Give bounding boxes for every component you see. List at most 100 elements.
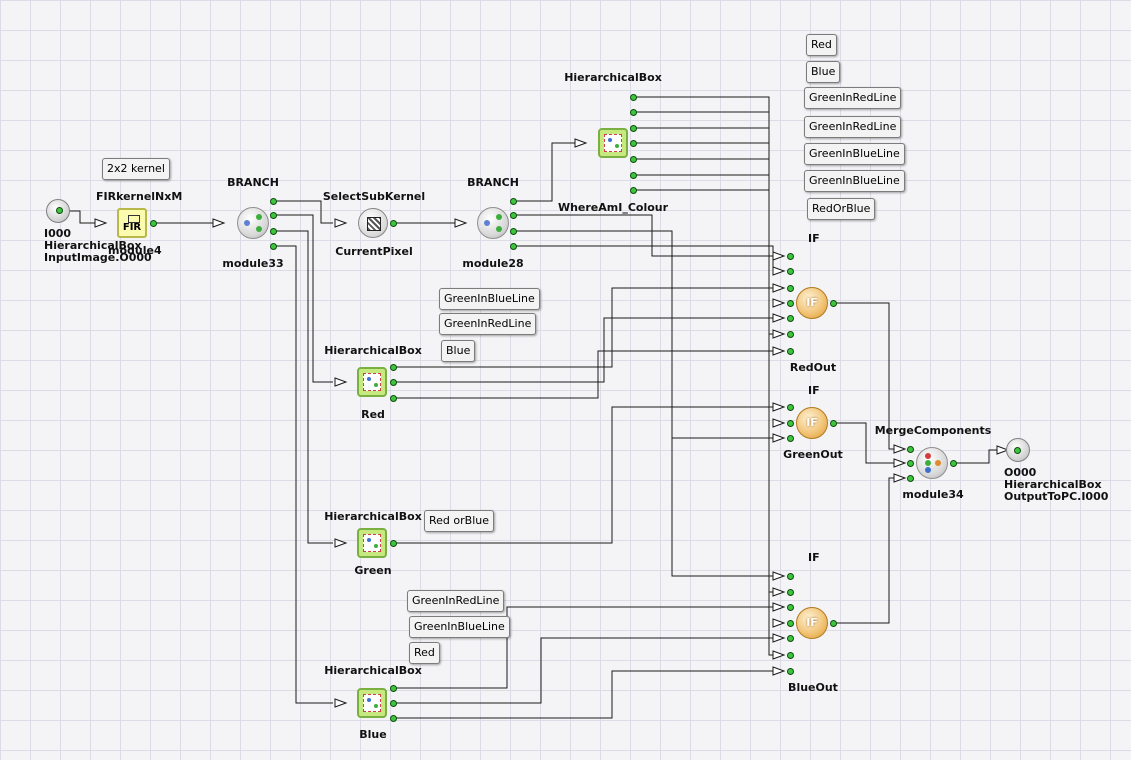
red-port-tag[interactable]: GreenInRedLine [439,313,537,335]
if-blue-in-port[interactable] [787,573,794,580]
branch2-out-port[interactable] [510,243,517,250]
hierarchy-icon [363,534,381,552]
input-node[interactable] [46,199,70,223]
blue-out-port[interactable] [390,715,397,722]
branch2-title: BRANCH [467,176,519,189]
where-out-port[interactable] [630,94,637,101]
if-green-node[interactable]: IF [796,407,828,439]
blue-port-tag[interactable]: GreenInBlueLine [409,616,510,638]
green-port-tag[interactable]: Red orBlue [424,510,494,532]
if-red-in-port[interactable] [787,268,794,275]
hierarchy-icon [363,694,381,712]
red-out-port[interactable] [390,364,397,371]
branch2-out-port[interactable] [510,198,517,205]
branch2-out-port[interactable] [510,212,517,219]
branch1-out-port[interactable] [270,243,277,250]
branch-dot-icon [496,214,502,220]
if-blue-out-port[interactable] [830,620,837,627]
where-port-tag[interactable]: GreenInBlueLine [804,143,905,165]
if-blue-in-port[interactable] [787,652,794,659]
merge-in-port[interactable] [907,475,914,482]
where-out-port[interactable] [630,140,637,147]
if-red-in-port[interactable] [787,285,794,292]
where-out-port[interactable] [630,156,637,163]
fir-title: FIRkernelNxM [96,190,183,203]
blue-out-port[interactable] [390,685,397,692]
blue-port-tag[interactable]: GreenInRedLine [407,590,505,612]
select-node[interactable] [358,208,388,238]
where-port-tag[interactable]: Blue [806,61,841,83]
if-blue-node[interactable]: IF [796,607,828,639]
blue-port-tag[interactable]: Red [409,642,440,664]
branch-dot-icon [256,214,262,220]
branch1-name: module33 [222,257,284,270]
branch1-node[interactable] [237,207,269,239]
if-blue-in-port[interactable] [787,589,794,596]
branch1-out-port[interactable] [270,198,277,205]
fir-node[interactable]: FIR [117,208,147,238]
merge-in-port[interactable] [907,446,914,453]
fir-out-port[interactable] [150,220,157,227]
red-port-tag[interactable]: GreenInBlueLine [439,288,540,310]
if-blue-in-port[interactable] [787,604,794,611]
blue-name: Blue [359,728,387,741]
branch2-out-port[interactable] [510,228,517,235]
if-red-in-port[interactable] [787,253,794,260]
input-name: I000 [44,227,72,240]
if-green-in-port[interactable] [787,404,794,411]
merge-dot-icon [935,460,941,466]
where-port-tag[interactable]: GreenInRedLine [804,87,902,109]
if-blue-name: BlueOut [788,681,838,694]
merge-node[interactable] [916,447,948,479]
output-port[interactable] [1014,447,1021,454]
if-red-node[interactable]: IF [796,287,828,319]
blue-out-port[interactable] [390,700,397,707]
if-red-out-port[interactable] [830,300,837,307]
if-red-in-port[interactable] [787,315,794,322]
where-node[interactable] [598,128,628,158]
blue-node[interactable] [357,688,387,718]
green-out-port[interactable] [390,540,397,547]
where-port-tag[interactable]: GreenInBlueLine [804,170,905,192]
where-out-port[interactable] [630,125,637,132]
output-line-1: HierarchicalBox [1004,478,1102,491]
if-green-in-port[interactable] [787,435,794,442]
if-blue-in-port[interactable] [787,668,794,675]
where-title: HierarchicalBox [564,71,662,84]
where-out-port[interactable] [630,172,637,179]
red-title: HierarchicalBox [324,344,422,357]
red-out-port[interactable] [390,395,397,402]
input-port[interactable] [56,207,63,214]
green-node[interactable] [357,528,387,558]
red-out-port[interactable] [390,379,397,386]
branch1-title: BRANCH [227,176,279,189]
red-node[interactable] [357,367,387,397]
select-out-port[interactable] [390,220,397,227]
fir-name: module4 [108,244,162,257]
if-green-in-port[interactable] [787,420,794,427]
if-blue-in-port[interactable] [787,635,794,642]
where-out-port[interactable] [630,109,637,116]
branch1-out-port[interactable] [270,228,277,235]
if-red-in-port[interactable] [787,331,794,338]
if-red-in-port[interactable] [787,348,794,355]
merge-dot-icon [925,460,931,466]
branch1-out-port[interactable] [270,212,277,219]
where-port-tag[interactable]: Red [806,34,837,56]
output-node[interactable] [1006,438,1030,462]
where-out-port[interactable] [630,187,637,194]
branch-dot-icon [484,220,490,226]
merge-out-port[interactable] [950,460,957,467]
branch2-node[interactable] [477,207,509,239]
merge-in-port[interactable] [907,460,914,467]
if-blue-in-port[interactable] [787,620,794,627]
input-line-1: HierarchicalBox [44,239,142,252]
fir-param-tag[interactable]: 2x2 kernel [102,158,170,180]
if-green-out-port[interactable] [830,420,837,427]
if-red-in-port[interactable] [787,300,794,307]
where-port-tag[interactable]: GreenInRedLine [804,116,902,138]
where-port-tag[interactable]: RedOrBlue [807,198,876,220]
red-port-tag[interactable]: Blue [441,340,476,362]
if-green-title: IF [808,384,820,397]
